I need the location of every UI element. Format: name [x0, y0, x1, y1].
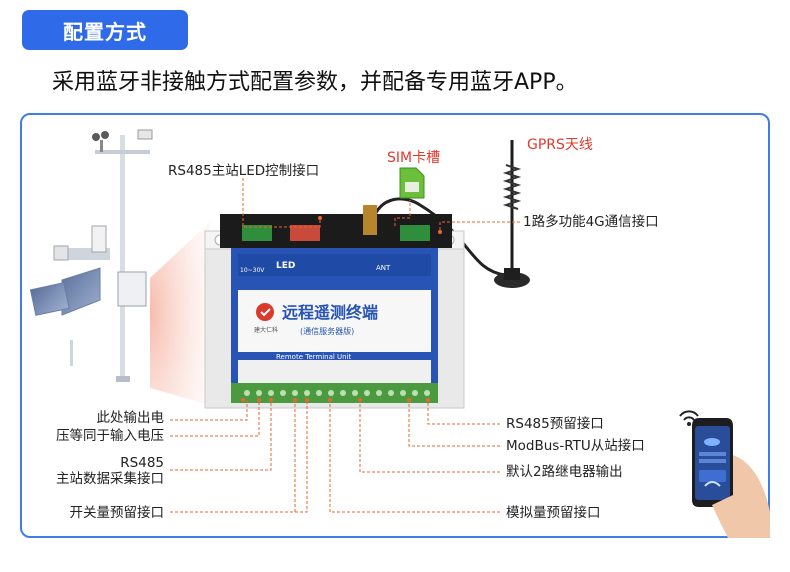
solar-panel-left [29, 282, 70, 316]
device-title: 远程遥测终端 [282, 303, 378, 322]
leader-lines [170, 178, 520, 513]
callout-output-power-line1: 此处输出电 [96, 410, 165, 426]
device-subtitle: (通信服务器版) [300, 326, 354, 336]
projection-glow [150, 222, 210, 405]
leader-output-power [170, 400, 248, 421]
leader-dots [241, 216, 442, 402]
callout-relay-output: 默认2路继电器输出 [506, 464, 623, 480]
hand [712, 455, 770, 538]
stand-leg [70, 340, 73, 366]
sensor-shield [91, 225, 107, 253]
callout-rs485-reserved: RS485预留接口 [506, 416, 604, 432]
antenna-cable [370, 197, 506, 277]
top-connector-green [242, 225, 272, 241]
callout-comm-port: 1路多功能4G通信接口 [523, 214, 659, 230]
rtu-device [204, 205, 465, 409]
terminal-screws [244, 390, 430, 396]
leader-sim [394, 200, 411, 226]
ant-label: ANT [376, 264, 391, 272]
leader-modbus [408, 400, 500, 447]
bottom-terminal-block [231, 383, 438, 403]
device-brand: 建大仁科 [254, 326, 278, 334]
camera-icon [137, 129, 153, 140]
callout-rs485-led: RS485主站LED控制接口 [168, 163, 320, 179]
callout-gprs-antenna: GPRS天线 [527, 137, 593, 153]
antenna-mount [504, 268, 520, 280]
pole-base [116, 376, 130, 382]
leader-switch [170, 400, 308, 513]
device-english-name: Remote Terminal Unit [276, 353, 352, 361]
callout-rs485-master-line1: RS485 [120, 455, 164, 471]
config-method-badge: 配置方式 [22, 10, 188, 50]
leader-rs485-led [242, 178, 321, 228]
pin-label-strip [238, 360, 431, 383]
anemometer-cup-icon [101, 131, 109, 139]
sma-connector [363, 205, 377, 235]
smartphone-illustration [679, 410, 770, 538]
top-connector-red [290, 225, 320, 241]
leader-relay [359, 400, 500, 473]
sensor-box [53, 245, 69, 261]
weather-station-illustration [29, 129, 210, 405]
gprs-antenna-illustration [370, 140, 530, 288]
app-logo-icon [704, 438, 720, 446]
leader-analog [329, 400, 500, 513]
power-label: 10~30V [240, 267, 265, 274]
leader-comm-port [439, 221, 520, 232]
top-connector-right [400, 225, 430, 241]
diagram-frame [20, 113, 770, 538]
callout-rs485-master-line2: 主站数据采集接口 [56, 471, 164, 487]
callout-modbus-slave: ModBus-RTU从站接口 [506, 438, 645, 454]
led-label: LED [276, 261, 295, 271]
leader-rs485-master [170, 400, 272, 471]
sim-card-icon [399, 167, 425, 199]
antenna-coil [502, 164, 522, 210]
wifi-icon [683, 416, 695, 421]
pole [120, 135, 125, 380]
anemometer-cup-icon [92, 133, 100, 141]
status-strip [238, 254, 431, 276]
callout-output-power-line2: 压等同于输入电压 [56, 428, 164, 444]
callout-sim-slot: SIM卡槽 [387, 150, 441, 166]
nameplate [238, 290, 431, 352]
leader-rs485-reserved [427, 400, 500, 425]
callout-analog-reserved: 模拟量预留接口 [506, 505, 601, 521]
crossarm [95, 150, 150, 154]
control-box [117, 271, 147, 307]
anemometer-mast [100, 140, 103, 152]
intro-text: 采用蓝牙非接触方式配置参数，并配备专用蓝牙APP。 [52, 70, 578, 95]
brand-logo-icon [256, 303, 274, 321]
callout-switch-reserved: 开关量预留接口 [69, 505, 165, 521]
